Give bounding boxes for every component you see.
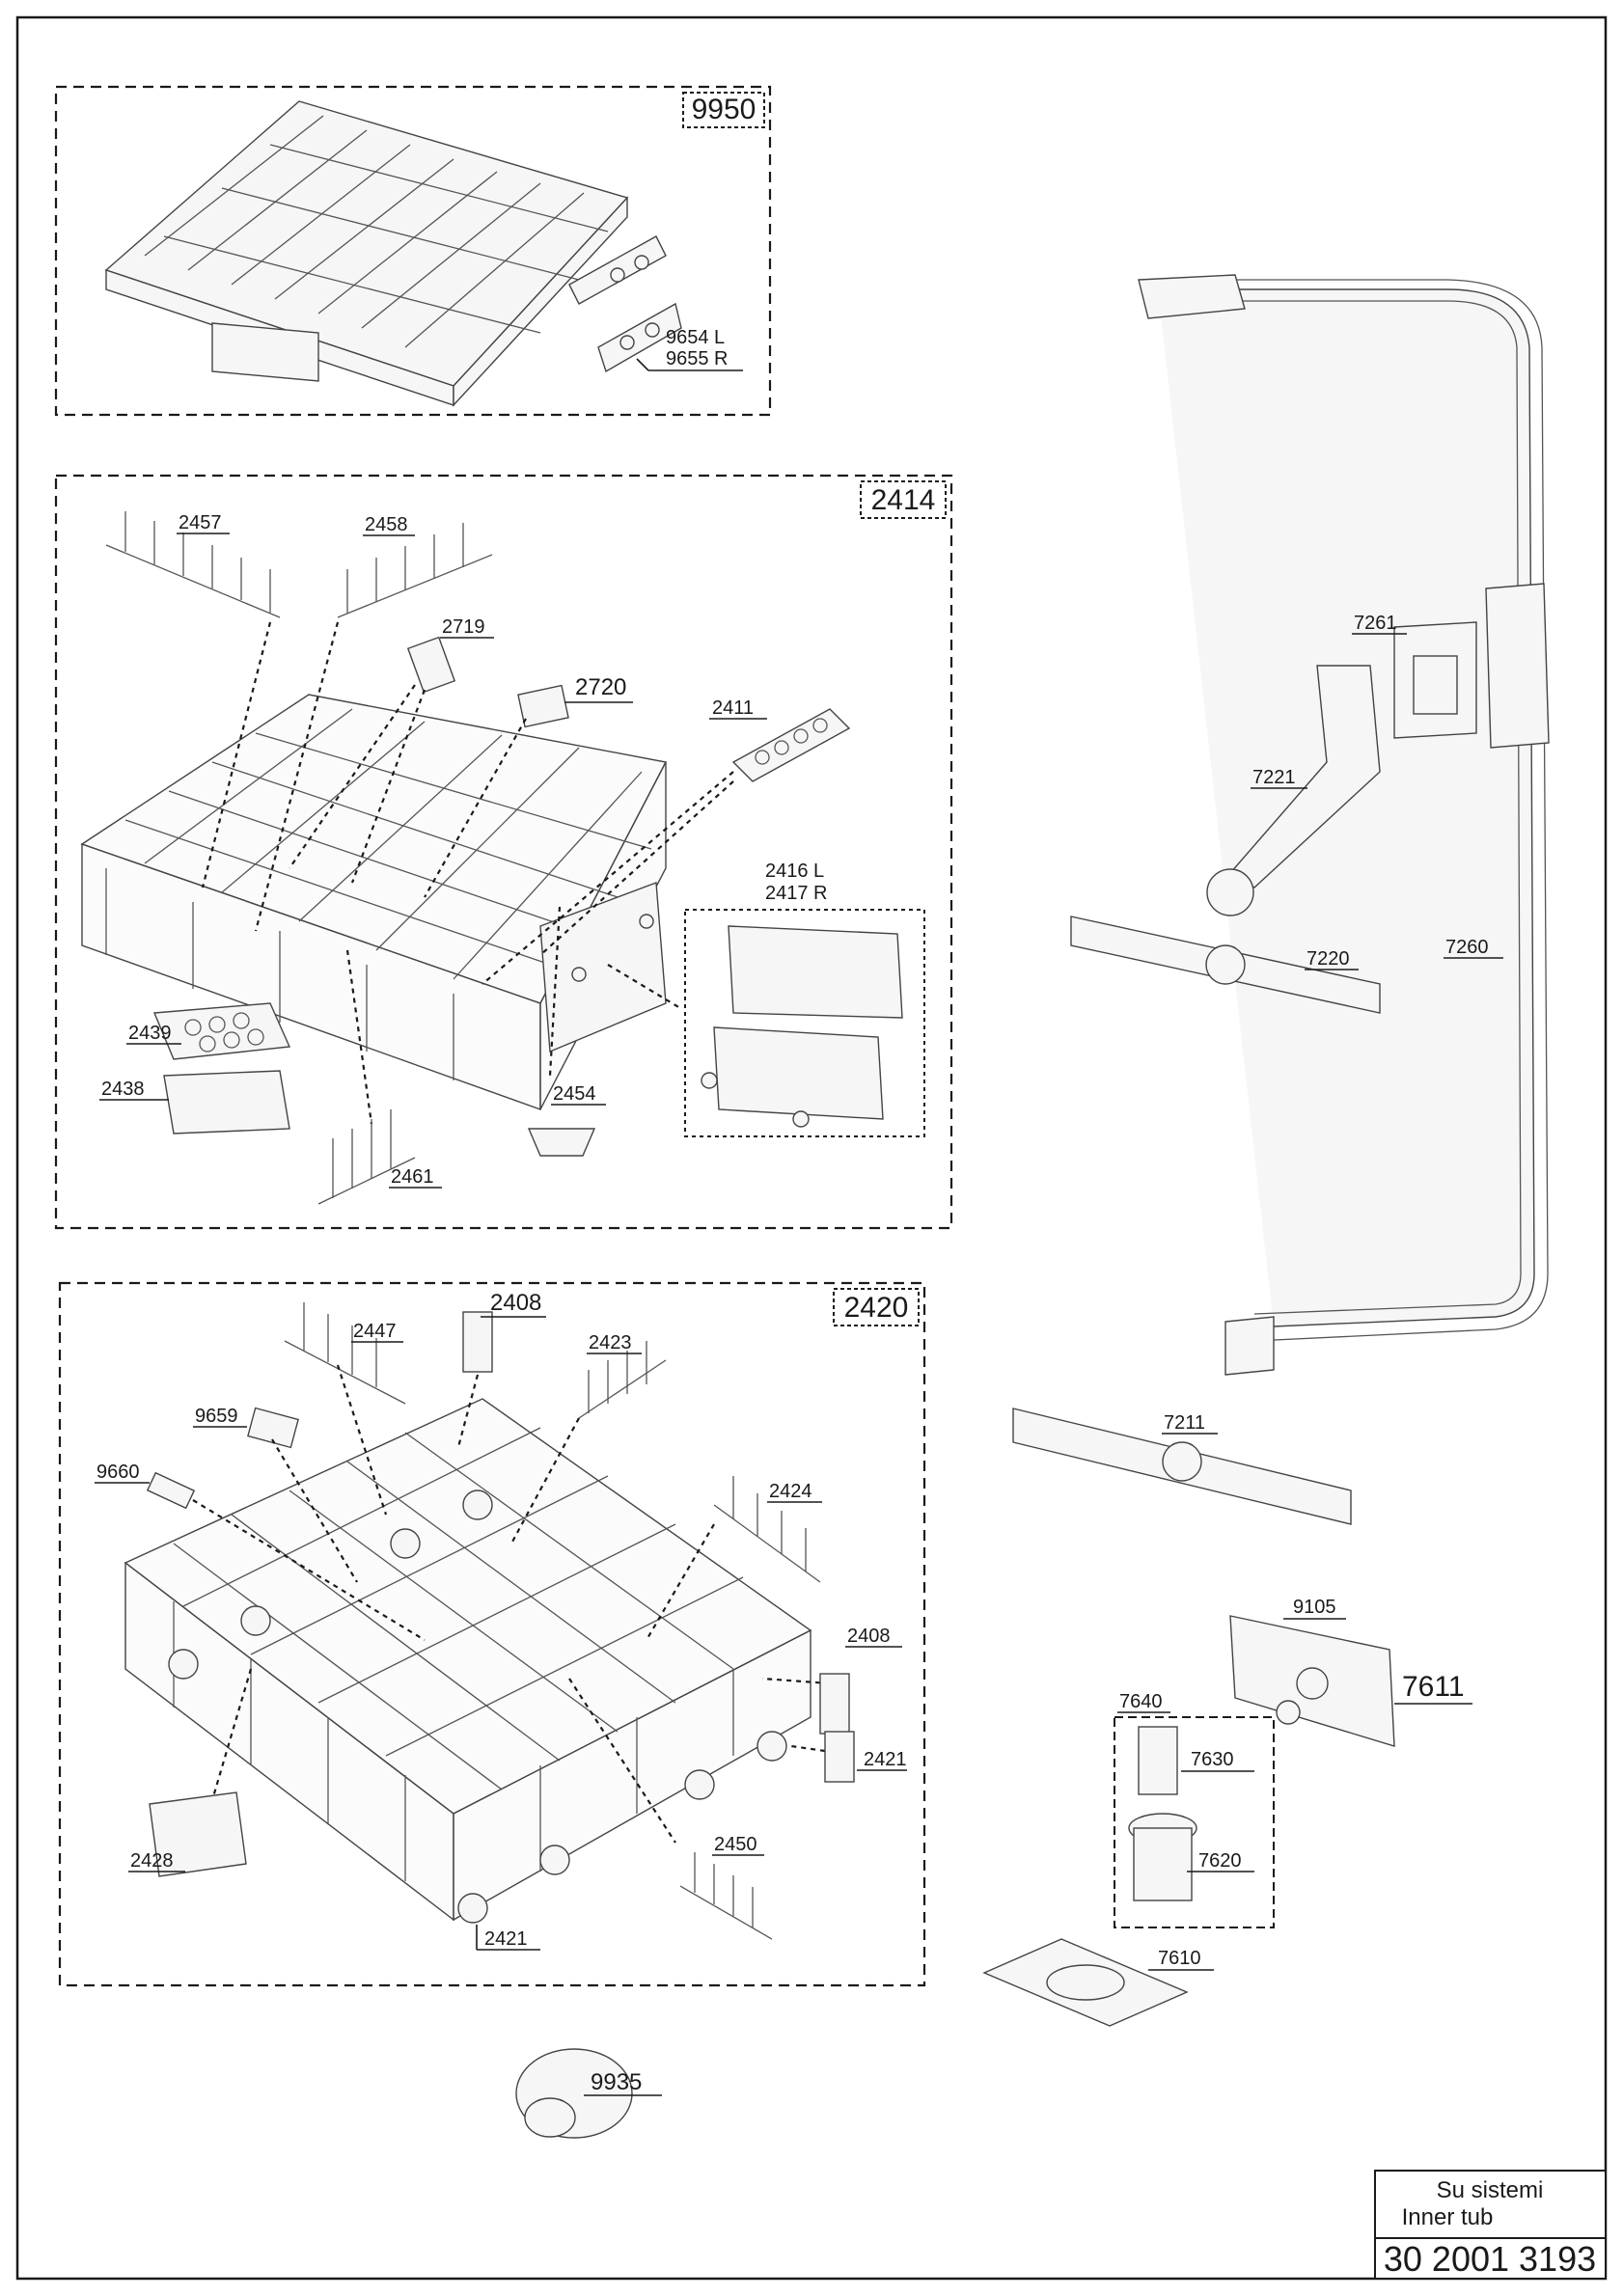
label-2438: 2438	[101, 1079, 145, 1100]
label-2417: 2417 R	[765, 883, 828, 904]
leader-lines-2414	[201, 621, 734, 1125]
part-9935	[515, 2048, 633, 2139]
label-7610: 7610	[1158, 1948, 1201, 1969]
label-7211: 7211	[1164, 1412, 1205, 1434]
tine-rack-2457	[105, 511, 281, 618]
label-2447: 2447	[353, 1321, 397, 1342]
part-2454	[527, 1128, 596, 1157]
part-7221	[1206, 665, 1381, 916]
tine-rack-2447	[284, 1302, 406, 1405]
label-7221: 7221	[1252, 767, 1296, 788]
clip-9660	[146, 1471, 196, 1510]
label-2450: 2450	[714, 1834, 757, 1855]
group-2420: 2420 2447 2408 2423 9659 9660 24	[58, 1281, 926, 1987]
group-9950: 9950 9654 L	[54, 85, 772, 417]
label-2421-side: 2421	[864, 1749, 907, 1770]
drawing-number: 30 2001 3193	[1384, 2239, 1596, 2279]
group-2414-tag: 2414	[871, 484, 936, 516]
title-line-2: Inner tub	[1402, 2204, 1494, 2230]
tray-handle	[211, 322, 319, 382]
group-2420-tag: 2420	[844, 1292, 909, 1324]
label-2408-top: 2408	[490, 1290, 541, 1316]
fine-filter-7610	[982, 1938, 1189, 2027]
label-9659: 9659	[195, 1406, 238, 1427]
label-2408-side: 2408	[847, 1626, 891, 1647]
label-2720: 2720	[575, 674, 626, 700]
tine-rack-2461	[317, 1109, 416, 1205]
label-2439: 2439	[128, 1023, 172, 1044]
clip-9659	[247, 1407, 299, 1449]
part-7261	[1393, 621, 1477, 739]
group-9950-frame	[54, 85, 772, 417]
label-2719: 2719	[442, 616, 485, 638]
spray-arm-7211	[1012, 1408, 1352, 1525]
group-2414-tag-box	[860, 480, 947, 519]
label-2458: 2458	[365, 514, 408, 535]
label-7630: 7630	[1191, 1749, 1234, 1770]
group-9950-tag: 9950	[692, 94, 756, 125]
label-2424: 2424	[769, 1481, 812, 1502]
label-7261: 7261	[1354, 613, 1397, 634]
label-9655: 9655 R	[666, 348, 729, 369]
label-7620: 7620	[1198, 1850, 1242, 1872]
cutlery-tray-illustration	[104, 100, 682, 407]
clip-2719	[406, 636, 456, 694]
spray-arm-7220	[1070, 916, 1381, 1014]
group-9950-tag-box	[682, 92, 765, 128]
label-7611: 7611	[1402, 1671, 1465, 1703]
label-2411: 2411	[712, 697, 754, 719]
group-2420-frame	[58, 1281, 926, 1987]
micro-filter-7630	[1138, 1726, 1178, 1795]
label-7220: 7220	[1307, 948, 1350, 970]
group-2414: 2414 2457 2458	[54, 474, 953, 1230]
tine-rack-2424	[713, 1476, 821, 1583]
lower-basket-illustration	[124, 1398, 812, 1924]
label-7640: 7640	[1119, 1691, 1163, 1712]
label-2416: 2416 L	[765, 861, 824, 882]
leader-lines-2420	[192, 1364, 831, 1844]
label-2428: 2428	[130, 1850, 174, 1872]
label-9935: 9935	[591, 2069, 642, 2095]
coarse-filter-7620	[1128, 1813, 1197, 1901]
roller-2421-side	[824, 1731, 855, 1783]
label-9660: 9660	[96, 1462, 140, 1483]
group-2420-tag-box	[833, 1288, 920, 1326]
subgroup-7640-frame	[1114, 1716, 1275, 1928]
insert-2428	[149, 1791, 247, 1877]
label-9105: 9105	[1293, 1597, 1336, 1618]
clip-2408-top	[462, 1311, 493, 1373]
water-pipe-7260	[1138, 274, 1550, 1376]
clip-2408-side	[819, 1673, 850, 1735]
tine-rack-2423	[578, 1341, 667, 1419]
title-block: Su sistemi Inner tub 30 2001 3193	[1374, 2170, 1607, 2280]
sheet-border	[15, 15, 1608, 2281]
group-2414-frame	[54, 474, 953, 1230]
label-2461: 2461	[391, 1166, 434, 1188]
label-9654: 9654 L	[666, 327, 725, 348]
filter-housing-7611	[1229, 1615, 1395, 1747]
subgroup-2416-frame	[684, 909, 925, 1137]
tine-rack-2458	[337, 523, 493, 618]
label-2457: 2457	[179, 512, 222, 533]
holder-2411	[731, 708, 851, 782]
insert-2438	[163, 1070, 290, 1134]
label-7260: 7260	[1445, 937, 1489, 958]
tine-rack-2450	[679, 1852, 773, 1940]
upper-basket-illustration	[80, 694, 668, 1110]
label-2423: 2423	[589, 1332, 632, 1353]
label-2421-bottom: 2421	[484, 1928, 528, 1950]
title-line-1: Su sistemi	[1437, 2177, 1544, 2203]
label-2454: 2454	[553, 1083, 596, 1105]
side-panel-2416-2417	[701, 925, 903, 1128]
insert-2439	[152, 1002, 291, 1060]
